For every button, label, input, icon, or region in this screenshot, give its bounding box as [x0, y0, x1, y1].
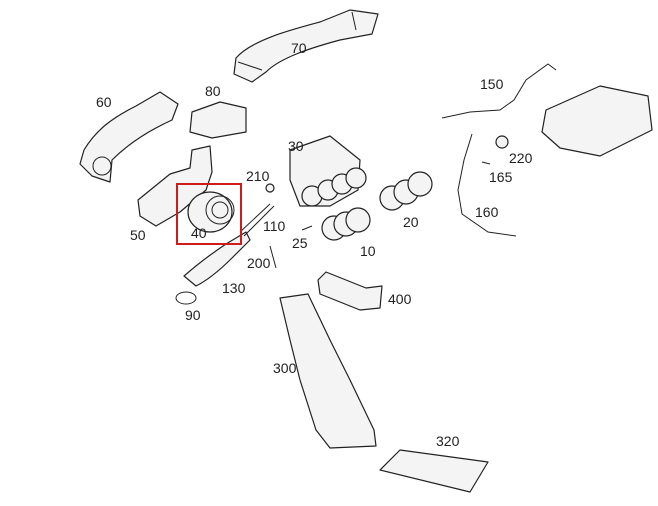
part-60-duct[interactable]: [79, 91, 179, 183]
part-40-fan[interactable]: [187, 191, 235, 233]
label-30[interactable]: 30: [288, 138, 304, 154]
part-25-screw[interactable]: [301, 225, 313, 231]
label-160[interactable]: 160: [475, 204, 499, 220]
part-400-duct[interactable]: [317, 271, 383, 311]
part-70-duct[interactable]: [233, 9, 379, 83]
label-210[interactable]: 210: [246, 168, 270, 184]
part-80-duct[interactable]: [189, 101, 247, 139]
highlight-box-part-40: [176, 183, 242, 245]
part-50-housing[interactable]: [137, 145, 213, 227]
part-160-hose[interactable]: [457, 133, 517, 237]
label-320[interactable]: 320: [436, 433, 460, 449]
part-90-clamp[interactable]: [175, 291, 197, 305]
part-220-grommet[interactable]: [495, 135, 509, 149]
part-210-clip[interactable]: [265, 183, 275, 193]
part-300-duct[interactable]: [279, 293, 377, 449]
label-220[interactable]: 220: [509, 150, 533, 166]
label-400[interactable]: 400: [388, 291, 412, 307]
label-110[interactable]: 110: [263, 218, 286, 234]
part-200-screw[interactable]: [269, 245, 277, 269]
part-130-pipe[interactable]: [183, 231, 251, 287]
part-20-vents[interactable]: [379, 171, 433, 211]
part-150-hose[interactable]: [441, 63, 557, 119]
part-320-panel[interactable]: [379, 449, 489, 493]
label-10[interactable]: 10: [360, 243, 376, 259]
label-130[interactable]: 130: [222, 280, 246, 296]
part-165-screw[interactable]: [481, 161, 491, 165]
label-150[interactable]: 150: [480, 76, 504, 92]
glovebox[interactable]: [541, 85, 653, 157]
label-200[interactable]: 200: [247, 255, 271, 271]
label-50[interactable]: 50: [130, 227, 146, 243]
part-110-rod[interactable]: [239, 203, 275, 237]
label-40[interactable]: 40: [191, 225, 207, 241]
part-30-manifold[interactable]: [289, 135, 367, 207]
label-70[interactable]: 70: [291, 40, 307, 56]
label-165[interactable]: 165: [489, 169, 513, 185]
label-20[interactable]: 20: [403, 214, 419, 230]
label-90[interactable]: 90: [185, 307, 201, 323]
part-10-vents[interactable]: [321, 207, 371, 241]
label-300[interactable]: 300: [273, 360, 297, 376]
label-80[interactable]: 80: [205, 83, 221, 99]
label-60[interactable]: 60: [96, 94, 112, 110]
label-25[interactable]: 25: [292, 235, 308, 251]
